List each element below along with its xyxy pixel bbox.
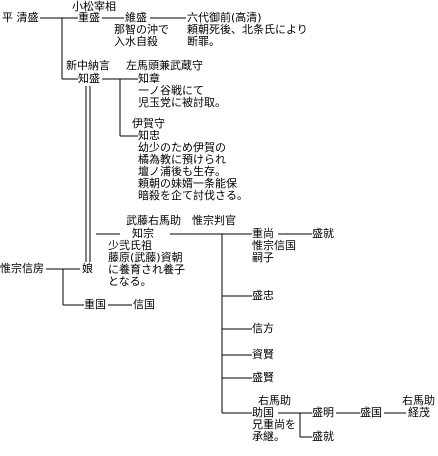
person-moriaki: 盛明 xyxy=(312,406,334,419)
note-tomotada: 幼少のため伊賀の 橘為教に預けられ 壇ノ浦後も生存。 頼朝の妹婿一条能保 暗殺を… xyxy=(138,141,248,202)
person-sukezane: 資賢 xyxy=(252,348,274,361)
title-tsuneshige: 右馬助 xyxy=(402,394,435,407)
note-shigehisa: 惟宗信国 嗣子 xyxy=(252,239,296,264)
title-sukekuni: 右馬助 xyxy=(258,394,291,407)
person-nobukata: 信方 xyxy=(252,322,274,335)
person-morikuni: 盛国 xyxy=(360,406,382,419)
person-tomotada: 知忠 xyxy=(138,129,160,142)
person-tomomune: 知宗 xyxy=(132,227,154,240)
person-morinari-2: 盛就 xyxy=(312,430,334,443)
note-tomoakira: 一ノ谷戦にて 児玉党に被討取。 xyxy=(138,84,226,109)
title-tomoakira: 左馬頭兼武蔵守 xyxy=(126,59,203,72)
person-shigekuni: 重国 xyxy=(84,298,106,311)
title-hogan: 惟宗判官 xyxy=(192,214,236,227)
person-musume: 娘 xyxy=(82,262,93,275)
title-shigemori: 小松宰相 xyxy=(72,0,116,13)
note-koremori: 那智の沖で 入水自殺 xyxy=(114,23,169,48)
person-moritada: 盛忠 xyxy=(252,289,274,302)
person-sukekuni: 助国 xyxy=(252,406,274,419)
title-tomomori: 新中納言 xyxy=(66,59,110,72)
title-tomotada: 伊賀守 xyxy=(132,117,165,130)
note-tomomune: 少弐氏祖 藤原(武藤)資朝 に養育され養子 となる。 xyxy=(108,239,185,288)
person-morinari-1: 盛就 xyxy=(312,227,334,240)
note-rokudai: 頼朝死後、北条氏により 断罪。 xyxy=(187,23,308,48)
note-sukekuni: 兄重尚を 承継。 xyxy=(252,418,296,443)
person-kiyomori: 平 清盛 xyxy=(2,11,39,24)
person-shigehisa: 重尚 xyxy=(252,227,274,240)
person-moritaka: 盛賢 xyxy=(252,371,274,384)
person-rokudai: 六代御前(高清) xyxy=(187,11,262,24)
person-tomoakira: 知章 xyxy=(138,72,160,85)
title-tomomune: 武藤右馬助 xyxy=(126,214,181,227)
person-koremune: 惟宗信房 xyxy=(0,262,44,275)
person-tomomori: 知盛 xyxy=(78,72,100,85)
person-koremori: 維盛 xyxy=(125,11,147,24)
person-nobukuni: 信国 xyxy=(133,298,155,311)
person-tsuneshige: 経茂 xyxy=(408,406,430,419)
person-shigemori: 重盛 xyxy=(78,11,100,24)
